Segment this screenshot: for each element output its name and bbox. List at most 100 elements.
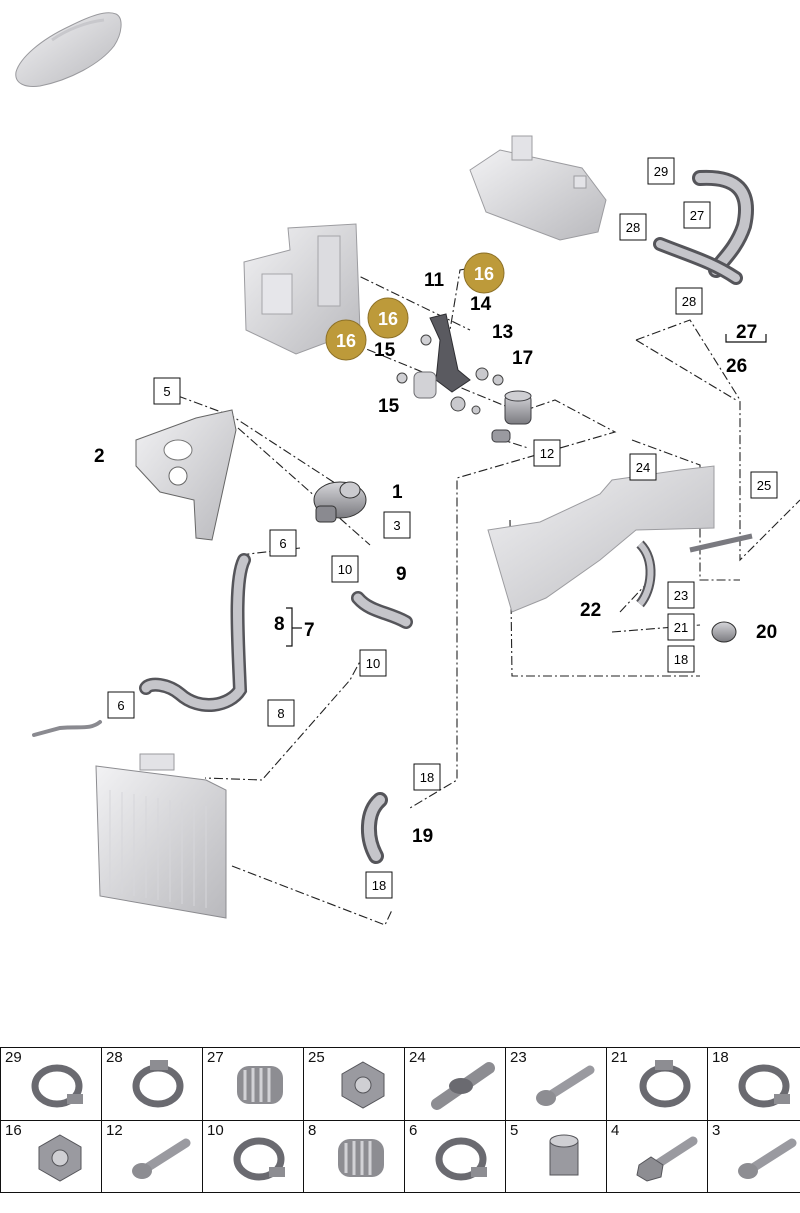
part-cell[interactable]: 4 (606, 1119, 708, 1193)
svg-text:23: 23 (674, 588, 688, 603)
callout-box[interactable]: 10 (359, 649, 387, 677)
part-number: 29 (5, 1049, 22, 1066)
callout-box[interactable]: 5 (153, 377, 181, 405)
valve-component (491, 390, 532, 443)
svg-text:18: 18 (372, 878, 386, 893)
callout-box[interactable]: 12 (533, 439, 561, 467)
radiator (95, 753, 227, 919)
callout-box[interactable]: 10 (331, 555, 359, 583)
part-cell[interactable]: 16 (0, 1119, 102, 1193)
coolant-pump (313, 481, 367, 523)
leader-lines (177, 261, 800, 926)
heat-exchanger (469, 135, 607, 241)
part-cell[interactable]: 24 (404, 1047, 506, 1121)
callout-box[interactable]: 18 (667, 645, 695, 673)
part-cell[interactable]: 29 (0, 1047, 102, 1121)
callout-box[interactable]: 3 (383, 511, 411, 539)
flange-nut-icon (549, 1134, 579, 1175)
part-cell[interactable]: 12 (101, 1119, 203, 1193)
subframe-assembly (487, 465, 753, 643)
svg-text:8: 8 (277, 706, 284, 721)
part-cell[interactable]: 8 (303, 1119, 405, 1193)
parts-row: 29 28 27 25 24 23 21 18 (0, 1047, 800, 1121)
callout-label: 15 (378, 396, 400, 417)
part-cell[interactable]: 28 (101, 1047, 203, 1121)
callout-box[interactable]: 27 (683, 201, 711, 229)
part-cell[interactable]: 21 (606, 1047, 708, 1121)
flange-bolt-icon (636, 1136, 698, 1182)
part-cell[interactable]: 5 (505, 1119, 607, 1193)
hose-assembly-right (653, 169, 754, 285)
callout-label: 17 (512, 348, 533, 369)
vehicle-thumbnail-icon (15, 12, 122, 87)
hose-clamp-icon (233, 1137, 285, 1180)
callout-label: 20 (756, 622, 777, 643)
svg-text:29: 29 (654, 164, 668, 179)
part-cell[interactable]: 27 (202, 1047, 304, 1121)
part-number: 21 (611, 1049, 628, 1066)
svg-text:10: 10 (366, 656, 380, 671)
callout-box[interactable]: 6 (269, 529, 297, 557)
nut-icon (341, 1061, 385, 1109)
callout-label: 19 (412, 826, 433, 847)
hose-clamp-icon (132, 1060, 184, 1108)
part-number: 4 (611, 1121, 620, 1139)
callout-label: 15 (374, 340, 396, 361)
part-number: 18 (712, 1049, 729, 1066)
svg-text:3: 3 (393, 518, 400, 533)
bolt-icon (536, 1065, 595, 1106)
callout-label: 7 (304, 620, 315, 641)
part-cell[interactable]: 18 (707, 1047, 800, 1121)
callout-numbers: 1 2 7 8 9 11 13 14 15 15 17 19 20 22 26 … (94, 270, 777, 847)
callout-label: 14 (470, 294, 492, 315)
callout-box[interactable]: 29 (647, 157, 675, 185)
part-number: 16 (5, 1121, 22, 1139)
callout-box[interactable]: 18 (365, 871, 393, 899)
highlight-badge: 16 (325, 319, 367, 361)
part-cell[interactable]: 10 (202, 1119, 304, 1193)
callout-box[interactable]: 18 (413, 763, 441, 791)
callout-box[interactable]: 28 (619, 213, 647, 241)
bolt-icon (132, 1138, 191, 1179)
callout-label: 2 (94, 446, 105, 467)
callout-box[interactable]: 8 (267, 699, 295, 727)
part-number: 23 (510, 1049, 527, 1066)
callout-box[interactable]: 28 (675, 287, 703, 315)
callout-box[interactable]: 21 (667, 613, 695, 641)
part-number: 10 (207, 1121, 224, 1139)
svg-text:28: 28 (682, 294, 696, 309)
part-cell[interactable]: 25 (303, 1047, 405, 1121)
hose-clamp-icon (738, 1064, 790, 1108)
parts-row: 16 12 10 8 6 5 4 3 (0, 1119, 800, 1193)
part-cell[interactable]: 6 (404, 1119, 506, 1193)
hose-clamp-icon (639, 1060, 691, 1108)
callout-box[interactable]: 23 (667, 581, 695, 609)
nut-icon (38, 1133, 82, 1182)
part-number: 24 (409, 1049, 426, 1066)
exploded-parts-diagram: 5 3 6 10 10 6 8 29 27 28 28 12 24 25 23 … (15, 12, 800, 926)
highlight-badge: 16 (367, 297, 409, 339)
svg-text:12: 12 (540, 446, 554, 461)
callout-label: 13 (492, 322, 513, 343)
svg-text:21: 21 (674, 620, 688, 635)
part-cell[interactable]: 23 (505, 1047, 607, 1121)
svg-text:16: 16 (474, 264, 494, 284)
support-bracket (396, 313, 504, 415)
mounting-bracket-left (135, 409, 237, 541)
bolt-icon (738, 1138, 797, 1179)
callout-box[interactable]: 24 (629, 453, 657, 481)
part-number: 8 (308, 1121, 317, 1139)
callout-box[interactable]: 6 (107, 691, 135, 719)
callout-label: 1 (392, 482, 403, 503)
highlight-badge: 16 (463, 252, 505, 294)
callout-box[interactable]: 25 (750, 471, 778, 499)
hose-clamp-icon (31, 1064, 83, 1108)
part-number: 3 (712, 1121, 721, 1139)
svg-text:5: 5 (163, 384, 170, 399)
part-cell[interactable]: 3 (707, 1119, 800, 1193)
collar-bolt-icon (431, 1062, 495, 1110)
part-number: 28 (106, 1049, 123, 1066)
part-number: 27 (207, 1049, 224, 1066)
svg-text:6: 6 (279, 536, 286, 551)
callout-label: 9 (396, 564, 407, 585)
